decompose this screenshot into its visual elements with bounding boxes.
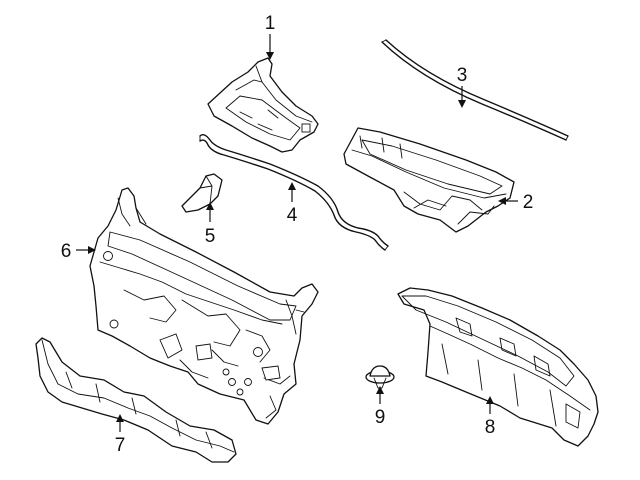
leader-4 xyxy=(288,182,296,202)
part-6-dash-panel xyxy=(89,187,319,425)
leader-2 xyxy=(498,197,518,205)
callout-5: 5 xyxy=(205,226,216,247)
leader-8 xyxy=(486,396,494,414)
callout-9: 9 xyxy=(375,407,386,428)
leader-3 xyxy=(458,86,466,108)
callout-6: 6 xyxy=(61,241,72,262)
part-9-clip xyxy=(365,365,395,389)
callout-4: 4 xyxy=(287,205,298,226)
leader-6 xyxy=(76,246,96,254)
callout-8: 8 xyxy=(485,417,496,438)
part-1-cowl-extension xyxy=(207,57,319,153)
part-4-hood-seal xyxy=(199,133,389,251)
part-2-cowl-panel xyxy=(343,127,515,233)
part-8-rear-panel xyxy=(397,287,599,447)
callout-2: 2 xyxy=(523,192,534,213)
callout-7: 7 xyxy=(115,435,126,456)
part-5-bracket xyxy=(181,173,223,213)
leader-1 xyxy=(266,34,274,60)
leader-5 xyxy=(206,202,214,222)
part-7-lower-brace xyxy=(35,337,237,463)
part-3-weatherstrip xyxy=(381,39,569,141)
callout-3: 3 xyxy=(457,65,468,86)
callout-1: 1 xyxy=(265,13,276,34)
leader-7 xyxy=(116,414,124,432)
leader-9 xyxy=(376,386,384,404)
